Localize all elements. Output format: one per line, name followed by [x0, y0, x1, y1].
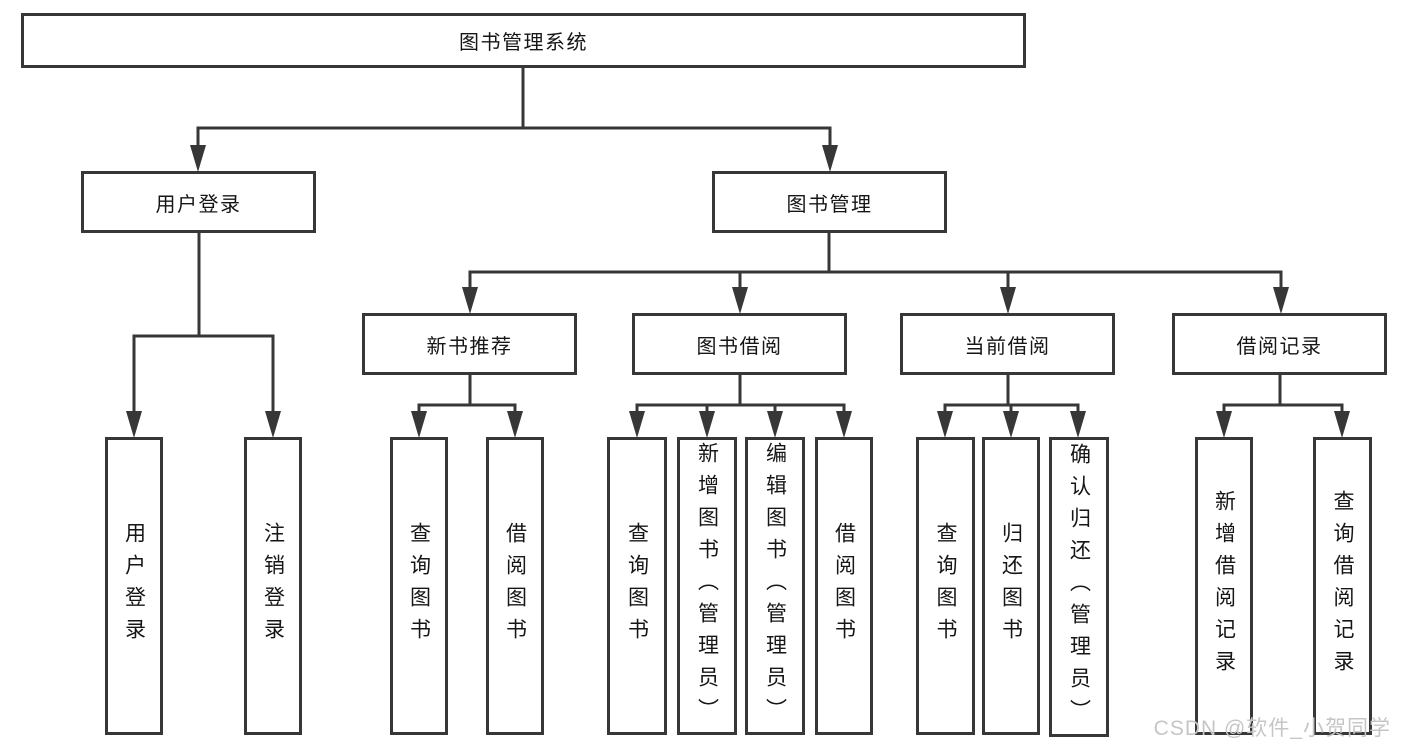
node-new-book-recommend-label: 新书推荐	[426, 335, 513, 358]
leaf-borrowing-borrow-book-label: 借阅图书	[832, 522, 856, 650]
leaf-borrowing-borrow-book: 借阅图书	[815, 437, 873, 735]
leaf-newbook-borrow-book: 借阅图书	[486, 437, 544, 735]
node-root: 图书管理系统	[21, 13, 1026, 68]
leaf-current-return-book: 归还图书	[982, 437, 1040, 735]
leaf-records-add-record-label: 新增借阅记录	[1212, 490, 1236, 682]
leaf-borrowing-edit-book-admin-label: 编辑图书（管理员）	[763, 442, 787, 730]
node-book-management-label: 图书管理	[786, 193, 873, 216]
leaf-current-confirm-return-admin: 确认归还（管理员）	[1049, 437, 1109, 737]
node-book-borrowing-label: 图书借阅	[696, 335, 783, 358]
leaf-newbook-query-book: 查询图书	[390, 437, 448, 735]
node-root-label: 图书管理系统	[459, 32, 588, 54]
node-new-book-recommend: 新书推荐	[362, 313, 577, 375]
node-current-borrowing-label: 当前借阅	[964, 335, 1051, 358]
leaf-borrowing-add-book-admin: 新增图书（管理员）	[677, 437, 737, 735]
node-user-login-label: 用户登录	[155, 193, 242, 216]
node-book-management: 图书管理	[712, 171, 947, 233]
leaf-current-return-book-label: 归还图书	[999, 522, 1023, 650]
leaf-records-query-record-label: 查询借阅记录	[1331, 490, 1354, 682]
leaf-borrowing-edit-book-admin: 编辑图书（管理员）	[745, 437, 805, 735]
leaf-newbook-query-book-label: 查询图书	[407, 522, 431, 650]
leaf-borrowing-query-book: 查询图书	[607, 437, 667, 735]
node-book-borrowing: 图书借阅	[632, 313, 847, 375]
leaf-logout: 注销登录	[244, 437, 302, 735]
leaf-logout-label: 注销登录	[261, 522, 285, 650]
leaf-newbook-borrow-book-label: 借阅图书	[503, 522, 527, 650]
csdn-watermark: CSDN @软件_小贺同学	[1153, 717, 1391, 740]
leaf-user-login-label: 用户登录	[122, 522, 146, 650]
leaf-current-confirm-return-admin-label: 确认归还（管理员）	[1067, 443, 1091, 731]
node-user-login: 用户登录	[81, 171, 316, 233]
leaf-records-add-record: 新增借阅记录	[1195, 437, 1253, 735]
node-borrow-records-label: 借阅记录	[1236, 335, 1323, 358]
leaf-current-query-book: 查询图书	[916, 437, 975, 735]
node-current-borrowing: 当前借阅	[900, 313, 1115, 375]
node-borrow-records: 借阅记录	[1172, 313, 1387, 375]
leaf-borrowing-add-book-admin-label: 新增图书（管理员）	[695, 442, 719, 730]
leaf-records-query-record: 查询借阅记录	[1313, 437, 1372, 735]
leaf-user-login: 用户登录	[105, 437, 163, 735]
leaf-current-query-book-label: 查询图书	[934, 522, 957, 650]
leaf-borrowing-query-book-label: 查询图书	[625, 522, 649, 650]
